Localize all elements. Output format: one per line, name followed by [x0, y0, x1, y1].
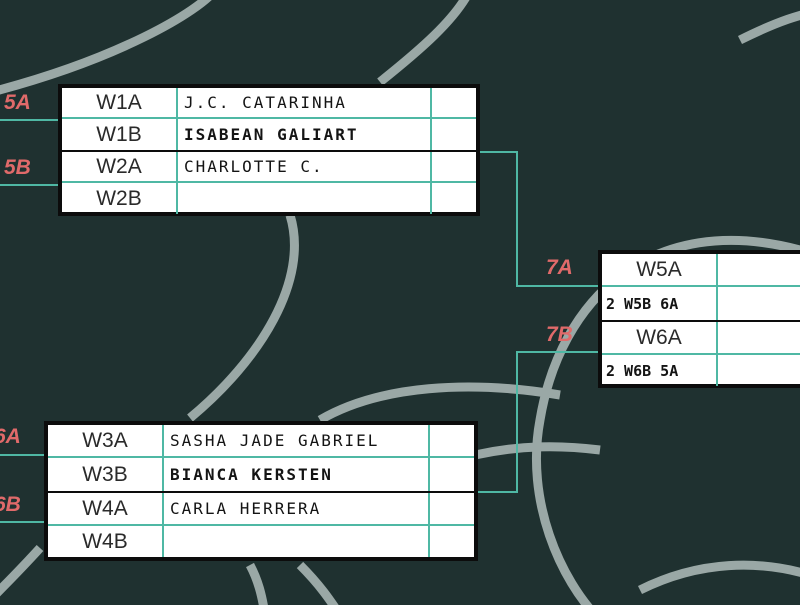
- connector-line: [476, 351, 600, 493]
- score-cell: [718, 254, 762, 285]
- seed-code: W5A: [602, 254, 718, 285]
- bracket-row-w3a: W3A SASHA JADE GABRIEL: [48, 425, 474, 458]
- seed-code: W2A: [62, 152, 178, 181]
- slot-label-5a: 5A: [4, 91, 31, 114]
- arc-decoration: [187, 213, 299, 422]
- player-name: SASHA JADE GABRIEL: [164, 425, 430, 456]
- player-name: BIANCA KERSTEN: [164, 458, 430, 491]
- seed-code: W4A: [48, 493, 164, 524]
- score-cell: [432, 88, 476, 117]
- arc-decoration: [245, 562, 268, 605]
- seed-code: W1A: [62, 88, 178, 117]
- arc-decoration: [377, 0, 470, 86]
- player-name: ISABEAN GALIART: [178, 119, 432, 150]
- player-name: [164, 526, 430, 557]
- seed-code: W3B: [48, 458, 164, 491]
- player-name: [178, 183, 432, 214]
- score-cell: [430, 493, 474, 524]
- bracket-row-w1a: W1A J.C. CATARINHA: [62, 88, 476, 119]
- bracket-card-top: W1A J.C. CATARINHA W1B ISABEAN GALIART W…: [58, 84, 480, 216]
- score-cell: [430, 458, 474, 491]
- arc-decoration: [296, 561, 339, 605]
- seed-code: W1B: [62, 119, 178, 150]
- slot-label-7b: 7B: [546, 323, 573, 346]
- bracket-row-w6b: 2 W6B 5A: [602, 355, 800, 386]
- match-divider: [62, 150, 476, 152]
- bracket-row-w2b: W2B: [62, 183, 476, 214]
- player-name: J.C. CATARINHA: [178, 88, 432, 117]
- match-divider: [602, 320, 800, 322]
- score-cell: [430, 526, 474, 557]
- seed-code: W3A: [48, 425, 164, 456]
- bracket-row-w4a: W4A CARLA HERRERA: [48, 493, 474, 526]
- bracket-row-w3b: W3B BIANCA KERSTEN: [48, 458, 474, 491]
- score-cell: [432, 183, 476, 214]
- slot-label-5b: 5B: [4, 156, 31, 179]
- arc-decoration: [737, 10, 800, 45]
- score-cell: [430, 425, 474, 456]
- player-name: CARLA HERRERA: [164, 493, 430, 524]
- bracket-row-w1b: W1B ISABEAN GALIART: [62, 119, 476, 150]
- seed-code: W6A: [602, 322, 718, 353]
- arc-decoration: [474, 442, 601, 460]
- arc-decoration: [0, 544, 44, 597]
- score-cell: [718, 322, 762, 353]
- bracket-row-w2a: W2A CHARLOTTE C.: [62, 152, 476, 183]
- bracket-row-w6a: W6A: [602, 322, 800, 355]
- arc-decoration: [637, 560, 800, 595]
- score-cell: [432, 152, 476, 181]
- bracket-card-bottom: W3A SASHA JADE GABRIEL W3B BIANCA KERSTE…: [44, 421, 478, 561]
- score-cell: [718, 287, 762, 320]
- arc-decoration: [0, 0, 212, 95]
- seed-code: W2B: [62, 183, 178, 214]
- seed-code-overwritten: 2 W6B 5A: [602, 355, 718, 386]
- bracket-card-final: W5A 2 W5B 6A W6A 2 W6B 5A: [598, 250, 800, 388]
- player-name: CHARLOTTE C.: [178, 152, 432, 181]
- bracket-row-w5a: W5A: [602, 254, 800, 287]
- score-cell: [432, 119, 476, 150]
- match-divider: [48, 491, 474, 493]
- seed-code: W4B: [48, 526, 164, 557]
- slot-label-6a: 6A: [0, 425, 21, 448]
- seed-code-overwritten: 2 W5B 6A: [602, 287, 718, 320]
- slot-label-7a: 7A: [546, 256, 573, 279]
- bracket-row-w4b: W4B: [48, 526, 474, 557]
- score-cell: [718, 355, 762, 386]
- bracket-row-w5b: 2 W5B 6A: [602, 287, 800, 320]
- slot-label-6b: 6B: [0, 493, 21, 516]
- connector-line: [480, 151, 600, 287]
- arc-decoration: [317, 382, 561, 424]
